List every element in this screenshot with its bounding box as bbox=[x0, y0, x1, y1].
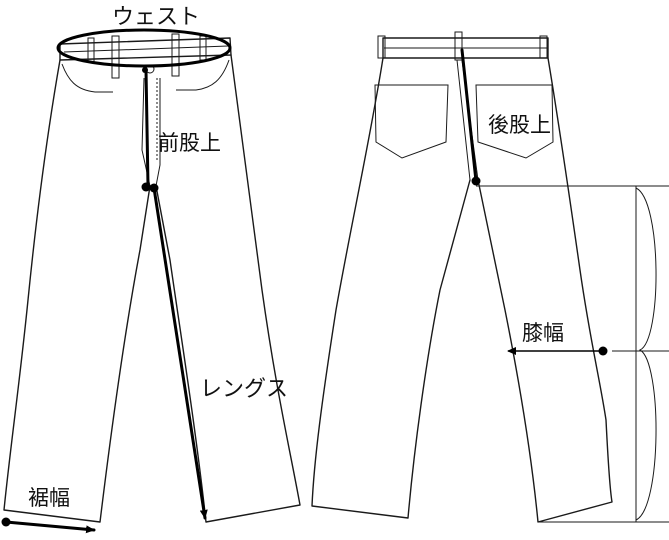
back-view-pants bbox=[311, 31, 613, 523]
inseam-measure bbox=[149, 183, 208, 520]
inseam-label: レングス bbox=[200, 377, 288, 402]
knee-height-bracket bbox=[476, 185, 669, 523]
front-rise-measure bbox=[141, 67, 151, 192]
back-rise-measure bbox=[460, 48, 481, 186]
hem-width-measure bbox=[1, 517, 96, 534]
hem-width-label: 裾幅 bbox=[28, 486, 70, 510]
knee-width-measure bbox=[507, 346, 608, 356]
front-rise-label: 前股上 bbox=[158, 131, 221, 155]
knee-width-label: 膝幅 bbox=[522, 321, 564, 345]
back-rise-label: 後股上 bbox=[488, 113, 551, 137]
waist-label: ウェスト bbox=[112, 5, 200, 30]
front-view-pants bbox=[3, 28, 301, 523]
